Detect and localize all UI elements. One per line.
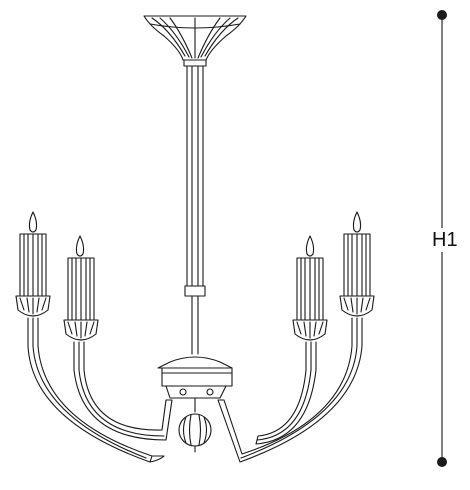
candle-outer-right — [339, 211, 375, 317]
height-label: H1 — [431, 228, 459, 252]
center-rod — [184, 65, 206, 355]
arm-outer-right — [217, 317, 363, 463]
central-hub — [157, 356, 233, 413]
dimension-bottom-dot — [437, 457, 447, 467]
arm-inner-right — [255, 341, 317, 445]
dimension-top-dot — [437, 10, 447, 20]
bottom-finial — [178, 413, 212, 453]
candle-inner-right — [292, 235, 328, 341]
arm-outer-left — [27, 317, 165, 463]
ceiling-canopy — [143, 15, 247, 67]
candle-inner-left — [63, 235, 99, 341]
candle-outer-left — [15, 211, 51, 317]
arm-inner-left — [73, 341, 173, 441]
